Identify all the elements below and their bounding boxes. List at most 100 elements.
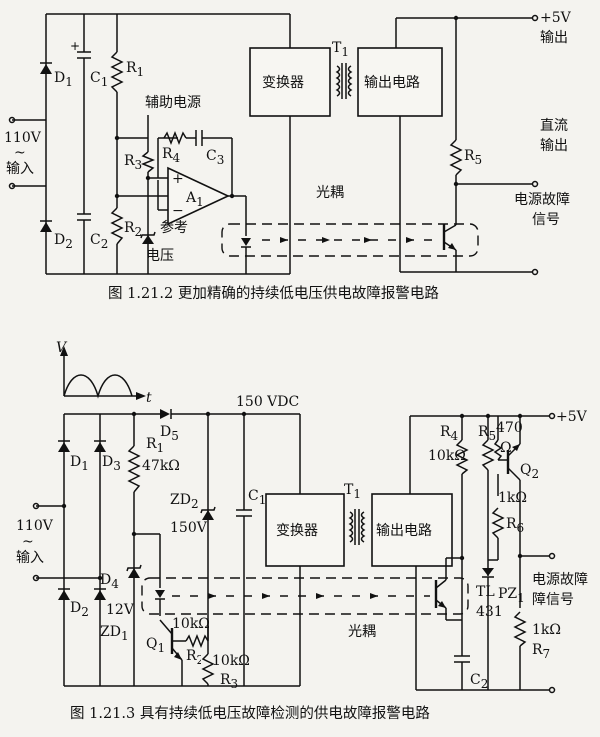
- opamp-a1: + − A1: [167, 166, 230, 226]
- transformer-t1-2: [348, 509, 366, 545]
- svg-text:R3: R3: [124, 153, 142, 172]
- zd2-value: 150V: [170, 520, 208, 536]
- transistor-q2: [506, 443, 521, 481]
- svg-text:R2: R2: [186, 648, 204, 667]
- c2b-label: C: [470, 672, 481, 688]
- output-voltage: +5V: [540, 10, 572, 26]
- svg-text:ZD2: ZD2: [170, 492, 199, 511]
- resistor-r4-2: [455, 439, 469, 475]
- phototransistor: [442, 224, 457, 251]
- r3-value: 10kΩ: [212, 653, 250, 669]
- diode-d1: [40, 62, 52, 74]
- optocoupler-label-2: 光耦: [348, 624, 376, 640]
- r3-label: R: [124, 153, 135, 169]
- v-axis-label: V: [56, 340, 68, 356]
- svg-text:R7: R7: [532, 642, 550, 661]
- capacitor-c1-2: [236, 509, 252, 517]
- t1-label: T: [332, 40, 342, 56]
- svg-text:R2: R2: [124, 220, 142, 239]
- input-label-2: 输入: [16, 550, 44, 566]
- resistor-r5-2: [481, 439, 495, 471]
- r4b-label: R: [440, 424, 451, 440]
- svg-text:D5: D5: [160, 424, 179, 443]
- resistor-470-ohm: [493, 439, 503, 461]
- svg-text:R4: R4: [440, 424, 459, 443]
- svg-text:A1: A1: [185, 190, 204, 209]
- svg-text:R5: R5: [464, 148, 482, 167]
- figure-1-caption: 图 1.21.2 更加精确的持续低电压供电故障报警电路: [108, 284, 439, 302]
- svg-text:D1: D1: [70, 454, 89, 473]
- r6-value: 1kΩ: [498, 490, 527, 506]
- input-ac-symbol: ~: [14, 145, 26, 161]
- r2-value: 10kΩ: [172, 616, 210, 632]
- resistor-r2-2: [185, 633, 209, 649]
- r2-label: R: [124, 220, 135, 236]
- svg-text:C3: C3: [206, 148, 224, 167]
- r4-value: 10kΩ: [428, 448, 466, 464]
- phototransistor-2: [434, 579, 447, 609]
- output-circuit-label: 输出电路: [364, 75, 420, 91]
- d2b-label: D: [70, 600, 81, 616]
- svg-text:T1: T1: [332, 40, 349, 59]
- t1b-label: T: [344, 482, 354, 498]
- r7-label: R: [532, 642, 543, 658]
- figure-2: V t D5 150 VDC 110V ~ 输入 D1 D3 D2 D4: [16, 340, 588, 694]
- r6-label: R: [506, 516, 517, 532]
- input-label: 输入: [6, 161, 34, 177]
- diode-d2: [40, 220, 52, 232]
- r7-value: 1kΩ: [532, 622, 561, 638]
- fault-signal-label: 电源故障: [514, 192, 570, 208]
- figure-2-caption: 图 1.21.3 具有持续低电压故障检测的供电故障报警电路: [70, 704, 430, 722]
- resistor-r3: [140, 151, 156, 173]
- reference-zener: [140, 231, 156, 244]
- resistor-r3-2: [201, 653, 215, 685]
- r1b-label: R: [146, 436, 157, 452]
- c2-label: C: [90, 232, 101, 248]
- dc-output-label: 直流: [540, 117, 568, 134]
- d2-label: D: [54, 232, 65, 248]
- dc-bus-label: 150 VDC: [236, 394, 299, 410]
- r1-value: 47kΩ: [142, 458, 180, 474]
- svg-text:R1: R1: [146, 436, 164, 455]
- input-voltage-2: 110V: [16, 518, 54, 534]
- opto-light-path: [262, 237, 438, 243]
- q2-label: Q: [520, 462, 531, 478]
- svg-text:Q2: Q2: [520, 462, 539, 481]
- r5-label: R: [464, 148, 475, 164]
- c3-label: C: [206, 148, 217, 164]
- input-voltage: 110V: [4, 130, 42, 146]
- svg-text:R1: R1: [126, 60, 144, 79]
- tl-label: TL: [476, 584, 495, 600]
- d1-label: D: [54, 70, 65, 86]
- capacitor-c3: [195, 130, 203, 146]
- svg-text:D2: D2: [54, 232, 73, 251]
- ref-voltage-label-2: 电压: [146, 248, 174, 264]
- tl431-label: 431: [476, 604, 503, 620]
- svg-text:PZ1: PZ1: [498, 586, 525, 605]
- zener-zd1: [126, 564, 142, 578]
- output-circuit-box-2: [371, 493, 453, 567]
- optocoupler-label: 光耦: [316, 185, 344, 201]
- resistor-r1: [110, 51, 124, 93]
- output-circuit-label-2: 输出电路: [376, 523, 432, 539]
- fault-signal-label-2: 信号: [532, 212, 560, 228]
- svg-text:+: +: [172, 171, 184, 187]
- svg-text:C2: C2: [470, 672, 488, 691]
- output-voltage-2: +5V: [556, 409, 588, 425]
- d5-label: D: [160, 424, 171, 440]
- r2b-label: R: [186, 648, 197, 664]
- figure-1: 110V ~ 输入 D1 D2 + C1 C2 R1 R2 辅助电源: [4, 10, 572, 276]
- optocoupler-led-2: [155, 590, 165, 600]
- zener-zd2: [200, 506, 216, 520]
- c1b-label: C: [248, 488, 259, 504]
- diode-d2-bridge: [58, 588, 70, 600]
- fault-signal-label-3: 电源故障: [532, 572, 588, 588]
- input-terminal-top: [8, 116, 16, 124]
- resistor-r4: [163, 130, 187, 146]
- svg-text:D4: D4: [100, 572, 119, 591]
- diode-d5: [160, 409, 172, 419]
- transformer-t1: [335, 63, 353, 99]
- capacitor-c1: +: [70, 39, 91, 59]
- svg-text:ZD1: ZD1: [100, 624, 129, 643]
- input-ac-symbol-2: ~: [22, 534, 34, 550]
